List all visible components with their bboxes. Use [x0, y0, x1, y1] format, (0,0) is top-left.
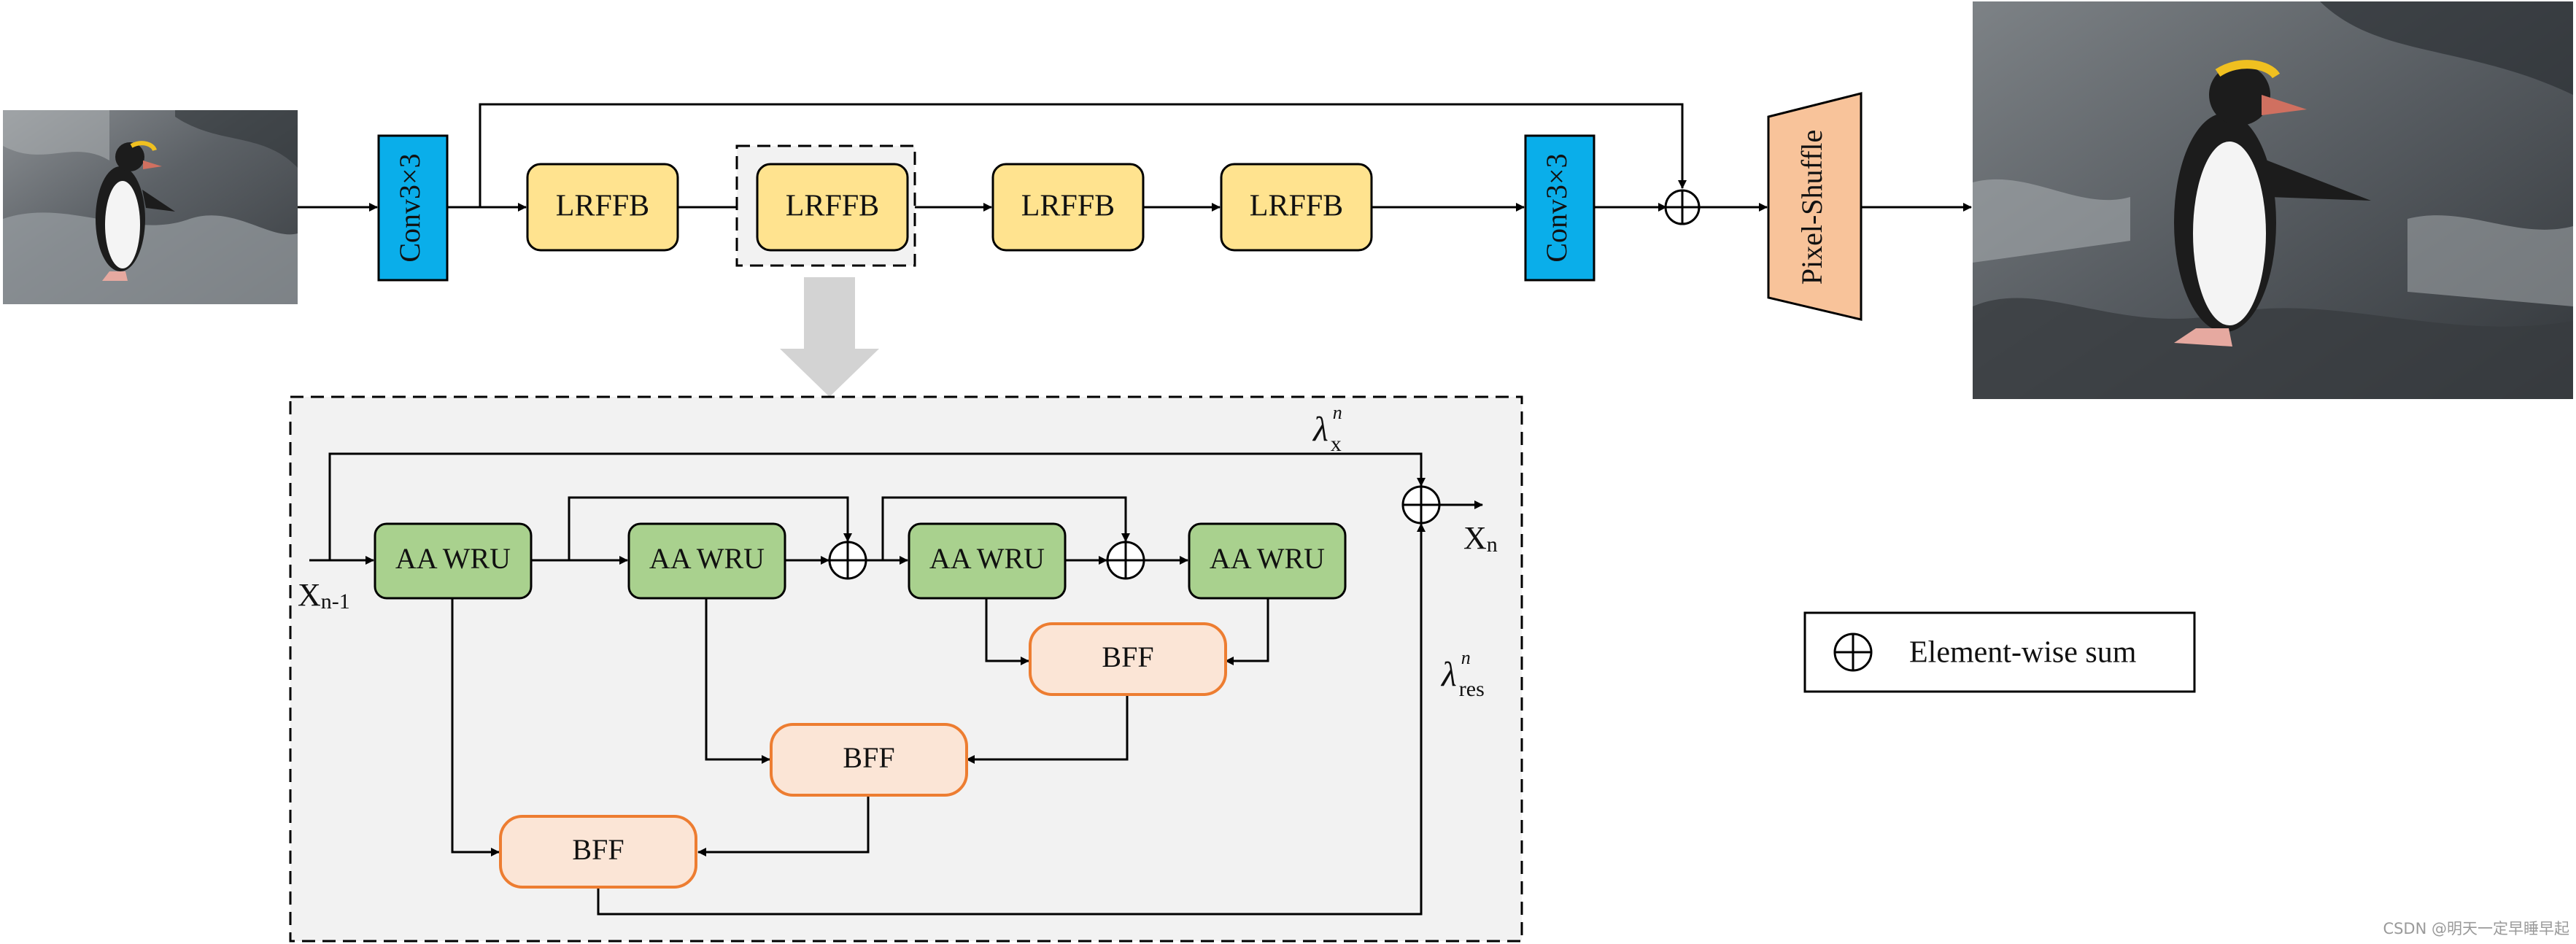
main-flow-arrows	[298, 103, 1972, 212]
detail-output-sum-node-icon	[1401, 485, 1441, 525]
expand-arrow-icon	[780, 277, 879, 397]
lrffb-label-4: LRFFB	[1250, 190, 1343, 223]
bff-block-3: BFF	[499, 815, 697, 889]
aawru-label-4: AA WRU	[1210, 542, 1325, 575]
penguin-small	[96, 141, 175, 281]
conv-out-block: Conv3×3	[1524, 134, 1596, 282]
aawru-label-3: AA WRU	[929, 542, 1045, 575]
aawru-label-2: AA WRU	[649, 542, 765, 575]
legend-box: Element-wise sum	[1803, 611, 2196, 693]
aawru-label-1: AA WRU	[395, 542, 511, 575]
aawru-block-3: AA WRU	[908, 522, 1067, 600]
bff-label-1: BFF	[1102, 641, 1153, 673]
aawru-block-4: AA WRU	[1188, 522, 1347, 600]
detail-sum-node-2-icon	[1106, 541, 1145, 580]
conv-in-block: Conv3×3	[377, 134, 449, 282]
pixel-shuffle-label: Pixel-Shuffle	[1795, 130, 1828, 285]
bff-block-2: BFF	[770, 723, 968, 797]
output-sr-image	[1973, 1, 2573, 399]
input-lr-image	[3, 110, 298, 304]
penguin-large	[2174, 60, 2371, 347]
pixel-shuffle-block: Pixel-Shuffle	[1767, 92, 1863, 321]
detail-output-label: Xn	[1463, 520, 1498, 557]
conv-out-label: Conv3×3	[1540, 153, 1573, 262]
lrffb-block-3: LRFFB	[991, 163, 1145, 252]
lrffb-label-2: LRFFB	[786, 190, 879, 223]
detail-sum-node-1-icon	[828, 541, 867, 580]
aawru-block-2: AA WRU	[627, 522, 786, 600]
lrffb-label-3: LRFFB	[1021, 190, 1115, 223]
bff-label-3: BFF	[572, 833, 624, 866]
aawru-block-1: AA WRU	[374, 522, 533, 600]
lrffb-block-2-highlighted: LRFFB	[735, 144, 916, 267]
lrffb-block-1: LRFFB	[526, 163, 679, 252]
watermark: CSDN @明天一定早睡早起	[2383, 920, 2569, 937]
bff-block-1: BFF	[1029, 622, 1227, 696]
detail-arrows	[309, 452, 1483, 916]
legend-sum-icon	[1833, 632, 1873, 672]
bff-label-2: BFF	[843, 741, 894, 774]
legend-label: Element-wise sum	[1909, 636, 2137, 670]
lrffb-block-4: LRFFB	[1220, 163, 1373, 252]
detail-panel	[289, 395, 1523, 943]
lrffb-label-1: LRFFB	[556, 190, 649, 223]
detail-input-label: Xn-1	[298, 577, 350, 614]
main-sum-node-icon	[1664, 189, 1701, 225]
conv-in-label: Conv3×3	[393, 153, 426, 262]
